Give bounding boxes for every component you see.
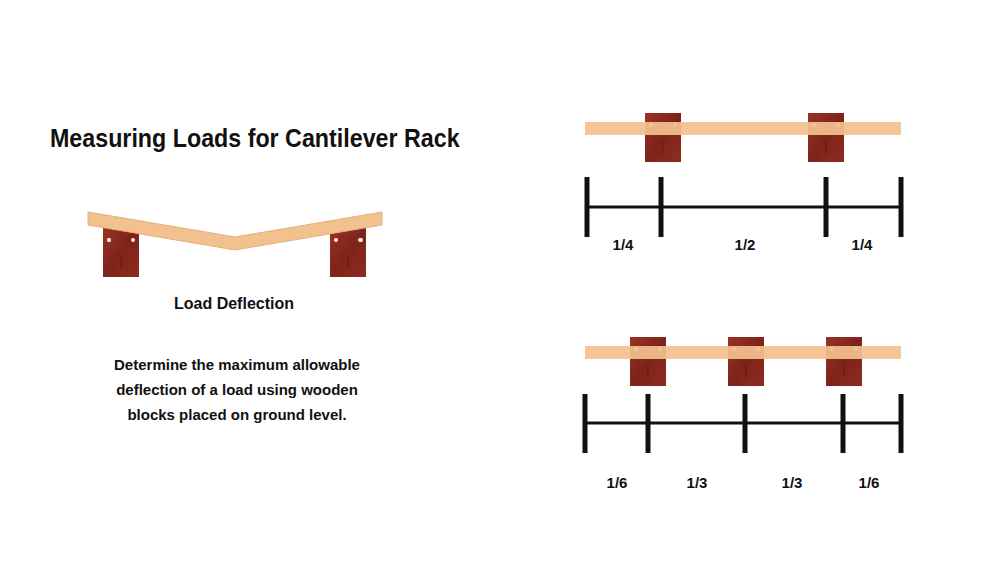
span-fraction: 1/3 xyxy=(782,474,803,491)
span-fraction: 1/6 xyxy=(607,474,628,491)
three-support-figure xyxy=(585,337,901,453)
span-fraction: 1/4 xyxy=(613,236,634,253)
span-fraction: 1/2 xyxy=(735,236,756,253)
plank xyxy=(585,346,901,359)
support-block xyxy=(330,228,366,277)
span-fraction: 1/6 xyxy=(859,474,880,491)
ruler xyxy=(585,394,901,453)
plank xyxy=(585,122,901,135)
span-fraction: 1/3 xyxy=(687,474,708,491)
instruction-note: Determine the maximum allowable deflecti… xyxy=(106,352,368,427)
support-block xyxy=(630,337,666,386)
figure-caption: Load Deflection xyxy=(174,295,294,313)
support-block xyxy=(728,337,764,386)
support-block xyxy=(826,337,862,386)
support-block xyxy=(808,113,844,162)
support-block xyxy=(103,228,139,277)
deflection-figure xyxy=(88,212,382,277)
span-fraction: 1/4 xyxy=(852,236,873,253)
ruler xyxy=(587,177,901,237)
bent-plank xyxy=(88,212,382,250)
support-block xyxy=(645,113,681,162)
heading: Measuring Loads for Cantilever Rack xyxy=(50,124,460,153)
two-support-figure xyxy=(585,113,901,237)
